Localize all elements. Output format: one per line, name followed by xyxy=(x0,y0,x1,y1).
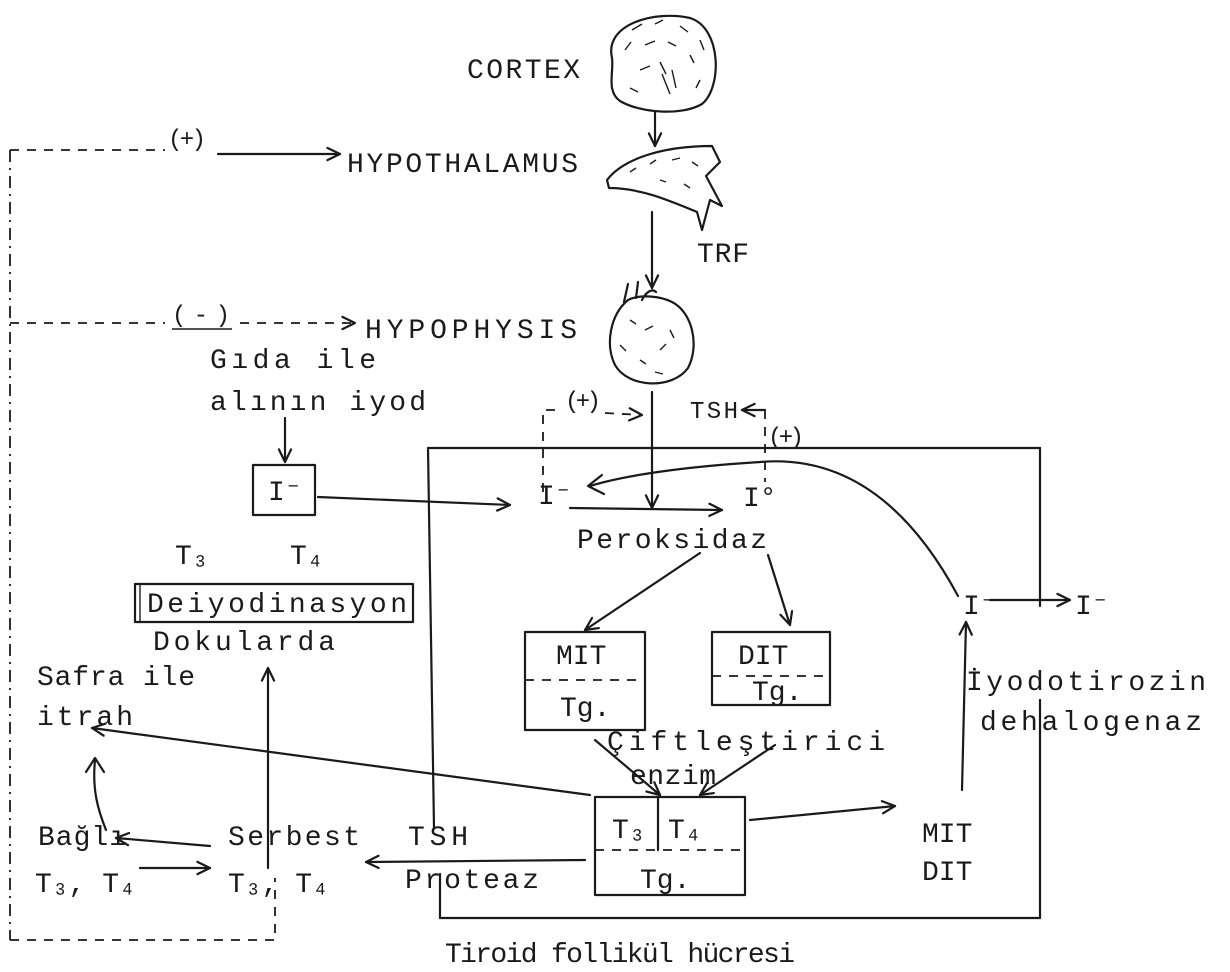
hypophysis-texture xyxy=(620,320,674,374)
cortex-outline xyxy=(611,16,716,112)
dit-box-bottom-label: Tg. xyxy=(752,678,802,709)
hypophysis-label: HYPOPHYSIS xyxy=(365,316,577,347)
cell-label: Tiroid follikül hücresi xyxy=(445,940,795,971)
hypophysis-feedback-sign: (-) xyxy=(172,303,230,330)
hypothalamus-texture xyxy=(630,158,698,188)
dietary-iodine-line2: alının iyod xyxy=(210,388,426,419)
arrow-to-bile xyxy=(92,728,590,795)
cell-wall-left xyxy=(428,448,434,828)
arrow-mit-dit-to-iodide xyxy=(962,622,966,790)
arrow-free-to-bound xyxy=(116,838,210,846)
cortex-texture xyxy=(625,20,704,94)
dit-label: DIT xyxy=(922,858,972,889)
hypothalamus-drawing xyxy=(607,146,722,230)
arrow-to-mit xyxy=(585,553,700,630)
in-tissues-label: Dokularda xyxy=(153,628,335,659)
protease-label: Proteaz xyxy=(405,866,539,897)
recycled-iodide-right-label: I⁻ xyxy=(1075,592,1109,623)
coupling-enzyme-line1: Çiftleştirici xyxy=(607,728,885,759)
tsh-plus-left-sign: (+) xyxy=(565,389,601,416)
thyroglobulin-t3-label: T₃ xyxy=(612,816,646,847)
tissue-t4-label: T₄ xyxy=(290,542,324,573)
trf-label: TRF xyxy=(697,240,749,271)
cortex-label: CORTEX xyxy=(467,56,580,87)
protease-tsh-label: TSH xyxy=(408,823,468,854)
tsh-plus-left-line xyxy=(543,410,560,492)
arrow-tsh-plus-left xyxy=(605,413,642,415)
recycled-iodide-left-label: I⁻ xyxy=(963,592,997,623)
mit-box-bottom-label: Tg. xyxy=(560,694,610,725)
iodide-cell-label: I⁻ xyxy=(538,482,572,513)
free-hormones-label: T₃, T₄ xyxy=(228,870,329,901)
arrow-tsh-plus-left-head xyxy=(629,408,642,420)
deiodination-label: Deiyodinasyon xyxy=(147,590,407,621)
dehalogenase-line2: dehalogenaz xyxy=(980,708,1202,739)
arrow-iodide-to-iodine xyxy=(570,508,722,510)
dehalogenase-line1: İyodotirozin xyxy=(966,668,1206,699)
iodine-label: I° xyxy=(743,484,777,515)
dietary-iodine-line1: Gıda ile xyxy=(210,346,376,377)
mit-label: MIT xyxy=(922,820,972,851)
tsh-top-label: TSH xyxy=(690,399,738,426)
tsh-plus-right-sign: (+) xyxy=(768,425,804,452)
thyroglobulin-t4-label: T₄ xyxy=(668,816,702,847)
hypothalamus-label: HYPOTHALAMUS xyxy=(347,150,578,181)
free-label: Serbest xyxy=(228,823,360,854)
iodide-intake-label: I⁻ xyxy=(268,478,302,509)
bound-label: Bağlı xyxy=(38,823,126,854)
hypophysis-drawing xyxy=(610,282,694,383)
bound-hormones-label: T₃, T₄ xyxy=(35,870,136,901)
thyroglobulin-bottom-label: Tg. xyxy=(640,866,690,897)
hypothalamus-feedback-sign: (+) xyxy=(168,127,206,154)
bile-excretion-line1: Safra ile xyxy=(37,663,195,694)
hypothalamus-outline xyxy=(607,146,722,230)
hypophysis-outline xyxy=(610,296,694,383)
arrow-to-mit-head xyxy=(585,618,599,630)
arrow-to-mit-dit xyxy=(750,806,895,820)
dit-box-top-label: DIT xyxy=(738,642,788,673)
arrow-protease-to-free xyxy=(366,860,585,862)
arrow-to-dit xyxy=(768,555,790,625)
mit-box-top-label: MIT xyxy=(556,642,606,673)
peroxidase-label: Peroksidaz xyxy=(577,526,767,557)
bile-excretion-line2: itrah xyxy=(37,703,133,734)
cortex-drawing xyxy=(611,16,716,112)
arrow-iodide-into-cell xyxy=(318,497,510,505)
tissue-t3-label: T₃ xyxy=(175,542,209,573)
